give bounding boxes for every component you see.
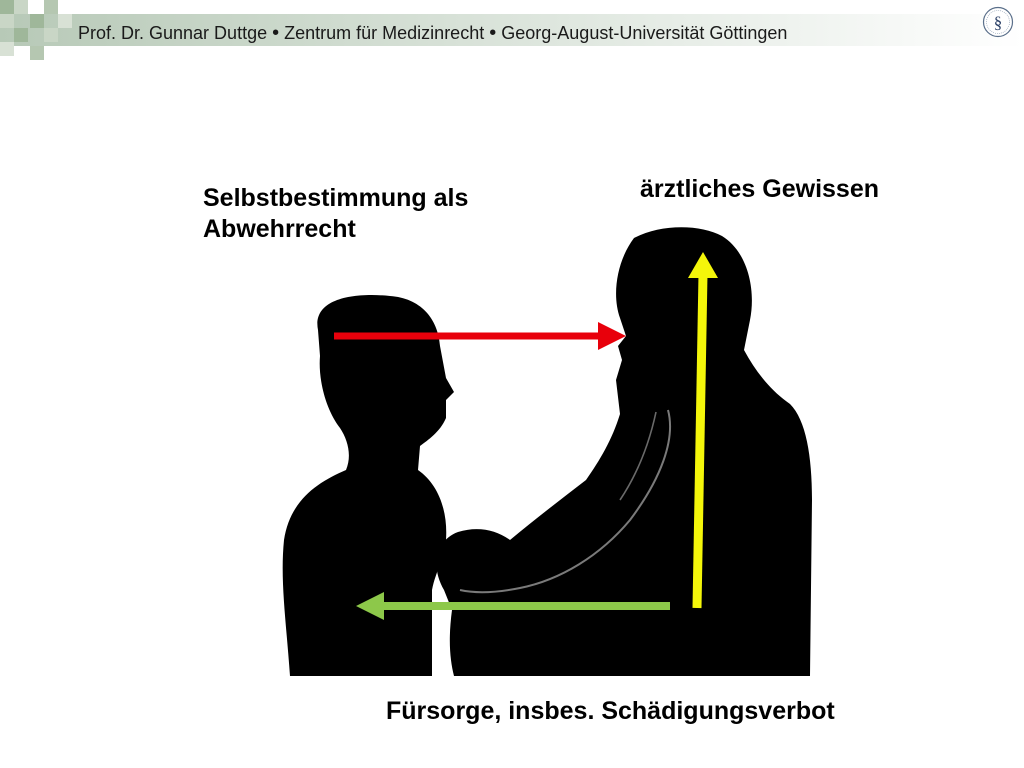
stethoscope-tube	[459, 409, 672, 594]
self-determination-arrow-head	[598, 322, 626, 350]
university-name: Georg-August-Universität Göttingen	[501, 23, 788, 43]
care-arrow-head	[356, 592, 384, 620]
header-band	[0, 14, 1024, 46]
patient-silhouette	[282, 295, 454, 676]
self-determination-label: Selbstbestimmung als Abwehrrecht	[203, 184, 469, 243]
conscience-arrow-shaft	[692, 273, 708, 609]
conscience-arrow-head	[688, 252, 718, 278]
care-label: Fürsorge, insbes. Schädigungsverbot	[386, 697, 835, 725]
stethoscope-tube	[619, 411, 657, 501]
university-seal-icon: §	[982, 6, 1014, 38]
seal-glyph: §	[994, 13, 1003, 32]
author-name: Prof. Dr. Gunnar Duttge	[78, 23, 268, 43]
header-text: Prof. Dr. Gunnar Duttge • Zentrum für Me…	[78, 22, 787, 45]
center-name: Zentrum für Medizinrecht	[284, 23, 485, 43]
conscience-label: ärztliches Gewissen	[640, 175, 880, 203]
decorative-squares	[0, 0, 80, 62]
separator-dot: •	[489, 22, 497, 44]
separator-dot: •	[272, 22, 280, 44]
doctor-silhouette	[436, 227, 812, 676]
